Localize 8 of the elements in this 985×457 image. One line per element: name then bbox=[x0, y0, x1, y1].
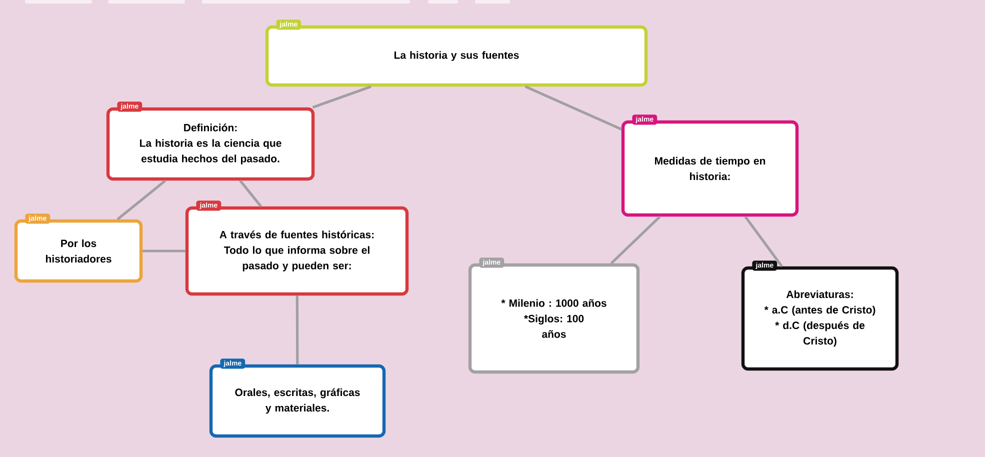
connector-line bbox=[312, 85, 372, 109]
connector-line bbox=[116, 180, 166, 220]
connector-line bbox=[744, 216, 783, 268]
connector-line bbox=[239, 180, 262, 208]
connector-line bbox=[524, 85, 622, 130]
connector-line bbox=[142, 250, 186, 252]
connector-line bbox=[296, 296, 299, 364]
connector-line bbox=[610, 216, 661, 264]
